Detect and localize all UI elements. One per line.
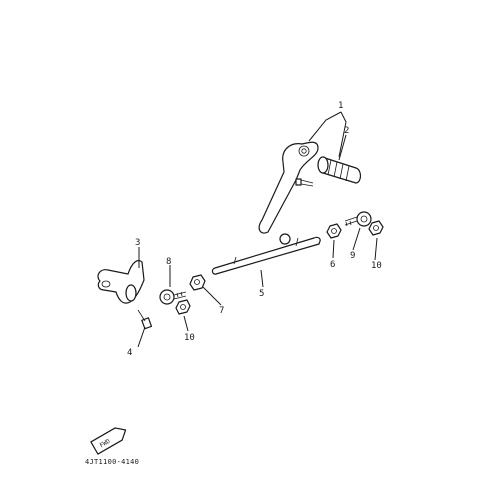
pedal-pivot-bolt [295, 178, 314, 187]
locknut-right [368, 220, 384, 236]
callout-10-right: 10 [371, 261, 382, 271]
pedal-rubber [317, 156, 362, 184]
rod-end-left [159, 289, 187, 305]
locknut-left [175, 299, 191, 315]
callout-10-left: 10 [184, 333, 195, 343]
fwd-arrow-icon: FWD [90, 427, 127, 455]
callout-3: 3 [135, 238, 140, 248]
callout-7: 7 [219, 306, 224, 316]
shift-arm-bolt [137, 309, 153, 330]
callout-9: 9 [350, 251, 355, 261]
callout-5: 5 [259, 289, 264, 299]
diagram-code: 4JT1100-4140 [85, 458, 139, 466]
nut-part-6 [326, 223, 342, 239]
callout-4: 4 [127, 348, 132, 358]
fwd-label: FWD [99, 438, 112, 450]
callout-2: 2 [344, 126, 349, 136]
callout-8: 8 [166, 257, 171, 267]
leader-lines [137, 111, 378, 348]
callout-1: 1 [338, 101, 343, 111]
shift-arm [97, 259, 145, 304]
rod-end-right [344, 211, 372, 227]
callout-6: 6 [330, 260, 335, 270]
shift-rod [211, 233, 321, 275]
nut-part-7 [189, 274, 206, 291]
shift-pedal-arm [258, 141, 319, 234]
